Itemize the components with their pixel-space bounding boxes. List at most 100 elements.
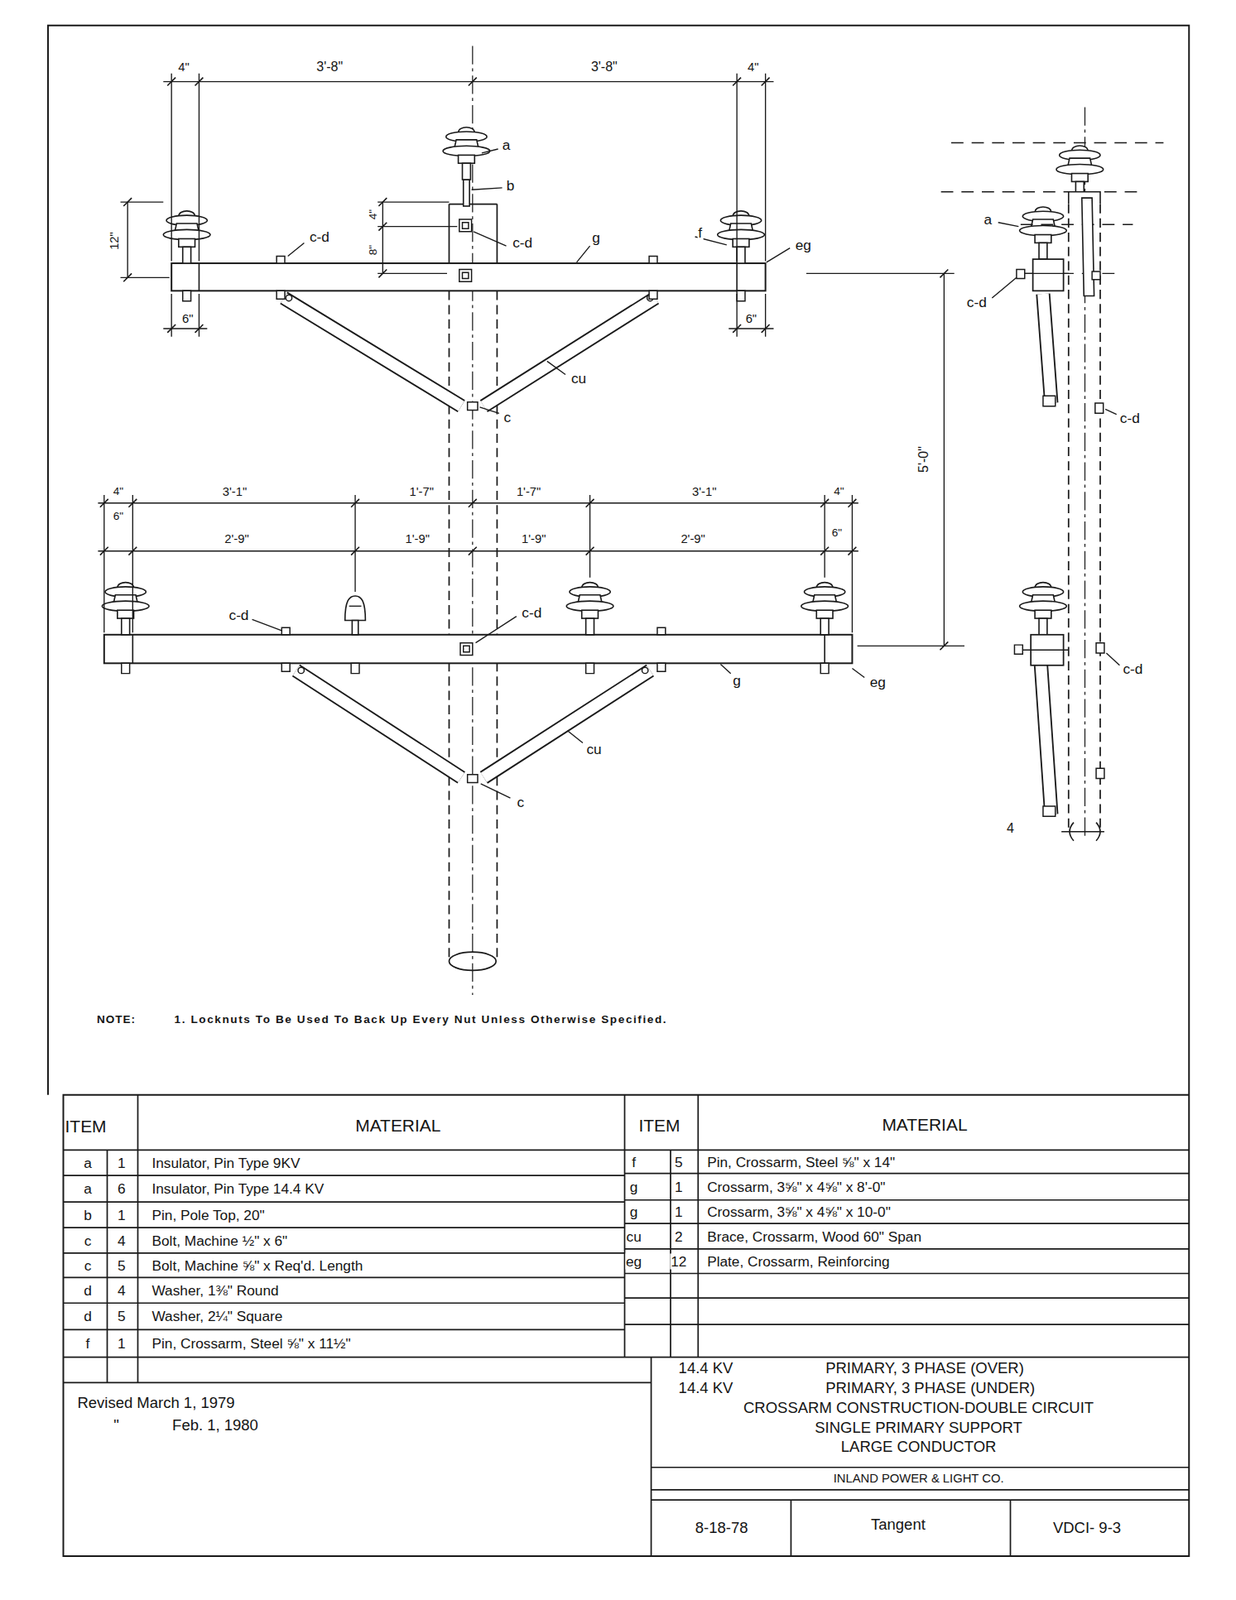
pole-top-pin xyxy=(463,179,470,207)
table-cell: f xyxy=(630,1154,637,1170)
table-cell: a xyxy=(82,1181,93,1198)
drawing-label: 1'-7" xyxy=(408,485,434,499)
pole-butt xyxy=(448,952,496,971)
drawing-label: 1'-9" xyxy=(520,532,547,546)
table-grid xyxy=(62,1095,1189,1557)
table-cell: g xyxy=(629,1204,640,1221)
table-cell: Washer, 1⅜" Round xyxy=(150,1282,279,1299)
drawing-label: 6" xyxy=(112,509,125,523)
table-cell: 5 xyxy=(116,1308,127,1325)
title-block-text: CROSSARM CONSTRUCTION-DOUBLE CIRCUIT xyxy=(742,1399,1095,1417)
title-block-text: LARGE CONDUCTOR xyxy=(840,1438,998,1456)
drawing-label: 1'-9" xyxy=(404,532,431,546)
pole-end-mark xyxy=(1061,822,1105,842)
drawing-label: 4" xyxy=(177,60,190,74)
drawing-label: 3'-1" xyxy=(221,485,248,499)
table-cell: 5 xyxy=(673,1154,684,1170)
drawing-label: 5'-0" xyxy=(916,445,932,474)
drawing-label: 4" xyxy=(367,208,380,221)
drawing-label: 6" xyxy=(745,312,758,326)
pole-hidden-lines xyxy=(448,204,1101,960)
table-cell: 2 xyxy=(673,1228,684,1245)
drawing-label: c xyxy=(502,409,512,426)
drawing-label: 3'-8" xyxy=(315,60,344,76)
drawing-label: f xyxy=(697,225,703,241)
table-cell: Bolt, Machine ½" x 6" xyxy=(150,1232,289,1249)
title-block-text: 8-18-78 xyxy=(694,1519,750,1536)
drawing-label: 6" xyxy=(181,312,194,326)
title-block-text: " xyxy=(112,1417,121,1434)
drawing-label: 3'-8" xyxy=(590,60,619,76)
table-cell: Pin, Crossarm, Steel ⅝" x 11½" xyxy=(150,1336,352,1352)
table-cell: 1 xyxy=(673,1178,684,1195)
table-cell: 6 xyxy=(116,1181,127,1198)
title-block-text: PRIMARY, 3 PHASE (OVER) xyxy=(824,1360,1025,1377)
table-cell: 4 xyxy=(116,1282,127,1299)
title-block-text: 14.4 KV xyxy=(678,1360,735,1377)
drawing-label: cu xyxy=(570,370,587,387)
table-cell: eg xyxy=(625,1253,643,1270)
title-block-text: 14.4 KV xyxy=(678,1380,735,1397)
drawing-label: 3'-1" xyxy=(691,485,717,499)
drawing-label: c xyxy=(515,794,525,811)
drawing-label: g xyxy=(591,230,602,246)
drawing-label: 8" xyxy=(367,244,380,256)
table-cell: 1 xyxy=(116,1207,127,1223)
note-text: 1. Locknuts To Be Used To Back Up Every … xyxy=(173,1013,669,1026)
drawing-label: c-d xyxy=(228,607,251,624)
drawing-label: cu xyxy=(585,740,602,757)
table-cell: Crossarm, 3⅝" x 4⅝" x 8'-0" xyxy=(706,1178,886,1195)
drawing-label: 4" xyxy=(746,60,760,74)
title-block-text: VDCI- 9-3 xyxy=(1052,1519,1122,1536)
table-header: ITEM xyxy=(637,1115,681,1136)
table-cell: Plate, Crossarm, Reinforcing xyxy=(706,1253,891,1270)
insulator xyxy=(717,211,765,264)
table-cell: f xyxy=(85,1336,92,1352)
table-cell: Insulator, Pin Type 9KV xyxy=(150,1154,301,1171)
crossarm-section xyxy=(1033,259,1064,291)
table-cell: Pin, Pole Top, 20" xyxy=(150,1207,265,1223)
table-cell: Brace, Crossarm, Wood 60" Span xyxy=(706,1228,923,1245)
drawing-label: 6" xyxy=(831,526,843,539)
table-cell: cu xyxy=(625,1228,643,1245)
title-block-text: PRIMARY, 3 PHASE (UNDER) xyxy=(824,1380,1036,1397)
brace-outline xyxy=(283,293,1052,815)
bolts xyxy=(121,219,829,674)
table-cell: a xyxy=(82,1154,93,1171)
insulator xyxy=(1056,145,1104,198)
table-cell: 5 xyxy=(116,1257,127,1274)
table-cell: 1 xyxy=(673,1204,684,1221)
drawing-label: c-d xyxy=(1121,660,1144,677)
table-header: ITEM xyxy=(64,1117,108,1137)
drawing-label: 2'-9" xyxy=(679,532,706,546)
table-cell: Bolt, Machine ⅝" x Req'd. Length xyxy=(150,1257,364,1274)
insulator xyxy=(801,582,849,635)
crossarm xyxy=(104,634,853,664)
drawing-label: 4 xyxy=(1005,821,1015,837)
insulator xyxy=(566,582,614,635)
brace-bolts xyxy=(285,294,1056,817)
drawing-label: a xyxy=(983,211,994,228)
drawing-label: b xyxy=(505,177,516,194)
insulator xyxy=(163,211,211,264)
drawing-label: 4" xyxy=(832,485,845,499)
insulator xyxy=(1019,582,1068,635)
drawing-label: eg xyxy=(869,673,887,690)
insulator xyxy=(1019,206,1068,260)
drawing-label: 12" xyxy=(107,230,121,251)
table-cell: g xyxy=(629,1178,640,1195)
table-header: MATERIAL xyxy=(880,1115,968,1135)
leader-lines xyxy=(252,149,1121,799)
table-cell: Pin, Crossarm, Steel ⅝" x 14" xyxy=(706,1154,896,1170)
drawing-label: eg xyxy=(794,236,813,253)
drawing-label: a xyxy=(501,137,512,154)
table-cell: 1 xyxy=(116,1336,127,1352)
title-block-text: SINGLE PRIMARY SUPPORT xyxy=(813,1419,1024,1437)
drawing-label: 2'-9" xyxy=(223,532,250,546)
table-cell: 4 xyxy=(116,1232,127,1249)
side-view-bolts xyxy=(1014,269,1104,779)
center-line xyxy=(472,45,1086,995)
dimension-lines xyxy=(97,73,965,647)
table-cell: Washer, 2¼" Square xyxy=(150,1308,284,1325)
